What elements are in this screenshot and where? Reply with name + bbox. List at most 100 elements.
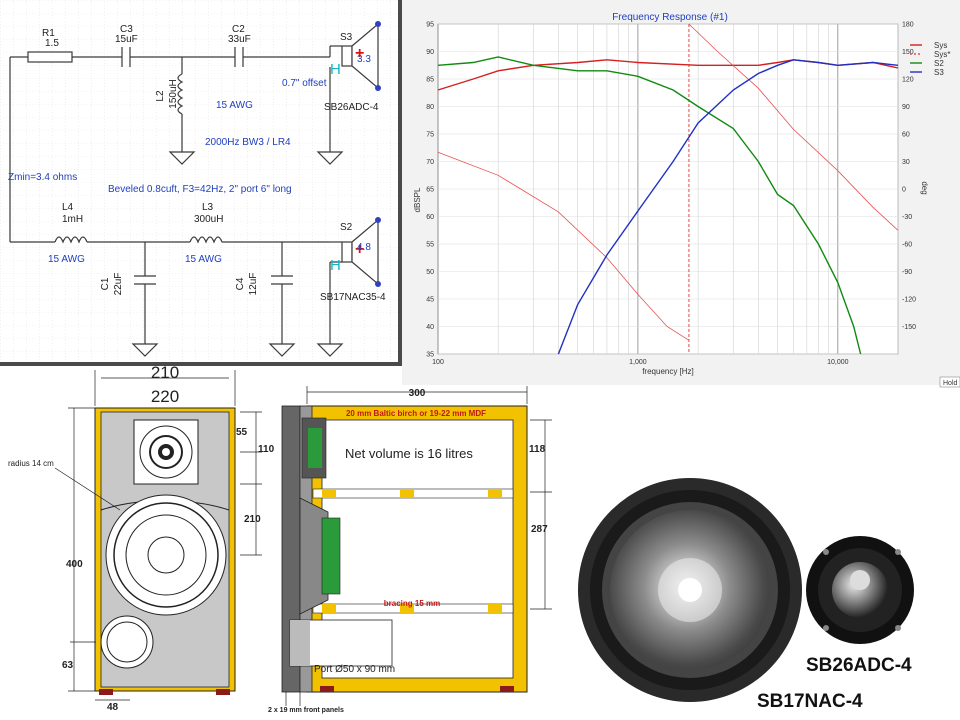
cabinet-side-view: 300 20 mm Baltic birch or 19-22 mm MDF 1… (268, 386, 552, 714)
front-port-height-label: 63 (62, 660, 74, 671)
l2-name: L2 (155, 90, 166, 102)
l4-awg: 15 AWG (48, 254, 85, 265)
hold-button[interactable] (939, 376, 960, 388)
chart-ytick-label: 80 (426, 104, 434, 111)
c1-name: C1 (100, 277, 111, 290)
l4-value: 1mH (62, 214, 83, 225)
side-bracing-label: bracing 15 mm (384, 599, 440, 608)
chart-ytick-label: 75 (426, 132, 434, 139)
crossover-note: 2000Hz BW3 / LR4 (205, 137, 291, 148)
legend-label: Sys (934, 41, 947, 50)
s3-offset: 0.7" offset (282, 78, 327, 89)
chart-ytick-label: 55 (426, 242, 434, 249)
chart-y2tick-label: 90 (902, 104, 910, 111)
side-upper-label: 118 (529, 444, 546, 455)
s2-name: S2 (340, 222, 353, 233)
front-height-label: 400 (66, 559, 83, 570)
chart-series-s3 (557, 59, 899, 355)
chart-y2tick-label: 30 (902, 159, 910, 166)
cabinet-front-view: 210 220 400 55 110 210 63 48 radius 14 c… (8, 363, 275, 713)
chart-xtick-label: 10,000 (827, 359, 849, 366)
hold-button-label: Hold (943, 380, 958, 387)
front-tweeter-offset-label: 55 (236, 427, 248, 438)
chart-y2tick-label: -90 (902, 269, 912, 276)
svg-text:+: + (355, 45, 364, 62)
c4-value: 12uF (248, 273, 259, 296)
svg-text:+: + (355, 241, 364, 258)
front-radius-label: radius 14 cm (8, 459, 54, 468)
c2-value: 33uF (228, 34, 251, 45)
chart-ytick-label: 35 (426, 352, 434, 359)
chart-xtick-label: 100 (432, 359, 444, 366)
c4-name: C4 (235, 277, 246, 290)
side-panels-label: 2 x 19 mm front panels (268, 707, 344, 714)
s2-model: SB17NAC35-4 (320, 292, 386, 303)
driver-photos: SB26ADC-4 SB17NAC-4 (578, 478, 914, 712)
chart-y2tick-label: 120 (902, 77, 914, 84)
crossover-schematic: + + R1 1.5 C3 15uF C2 33uF S3 3.3 SB26AD… (0, 0, 398, 362)
c3-name: C3 (120, 24, 133, 35)
s2-value: 4.8 (357, 242, 371, 253)
chart-y2tick-label: 180 (902, 22, 914, 29)
chart-y2tick-label: -30 (902, 214, 912, 221)
side-volume-label: Net volume is 16 litres (345, 446, 473, 461)
front-tweeter-span-label: 110 (258, 444, 275, 455)
chart-xlabel: frequency [Hz] (642, 367, 694, 376)
r1-name: R1 (42, 28, 55, 39)
l2-value: 150uH (168, 79, 179, 108)
side-woofer (299, 497, 329, 615)
chart-ytick-label: 90 (426, 49, 434, 56)
chart-y2tick-label: 60 (902, 132, 910, 139)
legend-label: S3 (934, 68, 944, 77)
side-material-label: 20 mm Baltic birch or 19-22 mm MDF (346, 409, 486, 418)
s3-h-label: H (330, 61, 341, 78)
l2-awg: 15 AWG (216, 100, 253, 111)
panel-divider-vertical (398, 0, 402, 366)
s2-h-label: H (330, 257, 341, 274)
chart-ytick-label: 45 (426, 297, 434, 304)
s3-value: 3.3 (357, 54, 371, 65)
frequency-response-chart: 9590858075706560555045403518015012090603… (402, 0, 960, 388)
chart-ytick-label: 50 (426, 269, 434, 276)
side-port-label: Port Ø50 x 90 mm (314, 664, 395, 675)
chart-y2tick-label: -150 (902, 324, 916, 331)
r1-value: 1.5 (45, 38, 59, 49)
chart-y2tick-label: 0 (902, 187, 906, 194)
chart-ytick-label: 85 (426, 77, 434, 84)
chart-series-s2 (437, 56, 862, 355)
woofer-label: SB17NAC-4 (757, 691, 863, 712)
legend-label: S2 (934, 59, 944, 68)
chart-ytick-label: 95 (426, 22, 434, 29)
l3-value: 300uH (194, 214, 223, 225)
c3-value: 15uF (115, 34, 138, 45)
front-woofer-span-label: 210 (244, 514, 261, 525)
chart-ytick-label: 65 (426, 187, 434, 194)
chart-title: Frequency Response (#1) (612, 12, 728, 23)
l3-name: L3 (202, 202, 214, 213)
s3-name: S3 (340, 32, 353, 43)
panel-divider-horizontal (0, 362, 402, 366)
c1-value: 22uF (113, 273, 124, 296)
side-woofer-magnet (321, 517, 341, 595)
c2-name: C2 (232, 24, 245, 35)
box-note: Beveled 0.8cuft, F3=42Hz, 2" port 6" lon… (108, 184, 292, 195)
l4-name: L4 (62, 202, 74, 213)
front-width-220: 220 (151, 387, 179, 406)
zmin-label: Zmin=3.4 ohms (8, 172, 77, 183)
chart-series-sys (437, 23, 899, 341)
side-tweeter-magnet (308, 428, 322, 468)
front-width-210: 210 (151, 363, 179, 382)
chart-ytick-label: 70 (426, 159, 434, 166)
chart-y2tick-label: -60 (902, 242, 912, 249)
tweeter-label: SB26ADC-4 (806, 655, 912, 676)
chart-ylabel: dBSPL (413, 187, 422, 212)
chart-y2tick-label: 150 (902, 49, 914, 56)
chart-xtick-label: 1,000 (629, 359, 647, 366)
chart-y2label: deg (920, 181, 929, 194)
legend-label: Sys* (934, 50, 950, 59)
side-depth-label: 300 (409, 388, 426, 399)
s3-model: SB26ADC-4 (324, 102, 379, 113)
chart-ytick-label: 60 (426, 214, 434, 221)
